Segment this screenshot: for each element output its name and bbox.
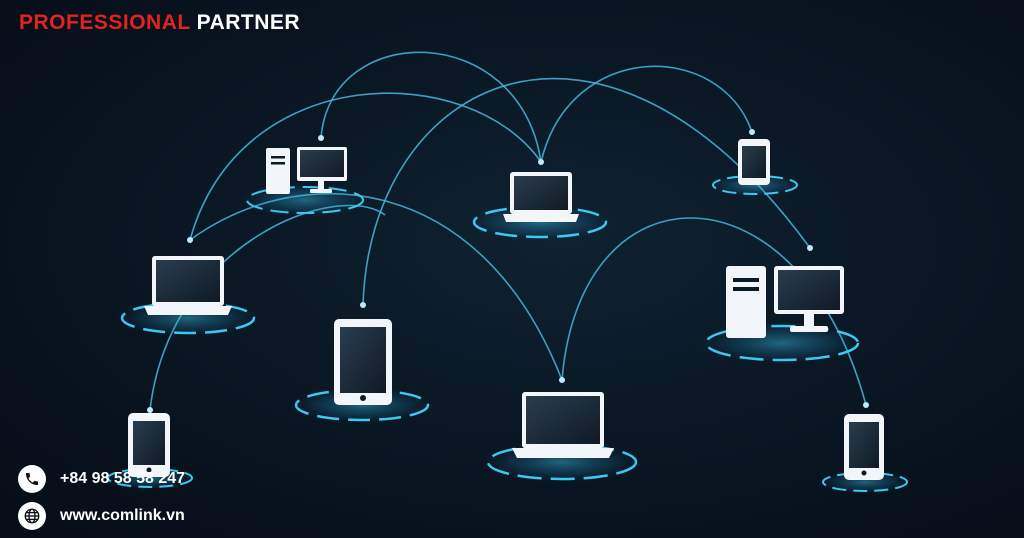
phone-bottom-right-icon (844, 414, 884, 480)
phone-number: +84 98 58 58 247 (60, 470, 186, 487)
website-contact[interactable]: www.comlink.vn (18, 502, 185, 530)
laptop-left-icon (144, 256, 232, 315)
globe-icon (18, 502, 46, 530)
desktop-left-icon (266, 147, 347, 194)
tablet-center-icon (334, 319, 392, 405)
phone-top-right-icon (738, 139, 770, 185)
connection-nodes (147, 129, 869, 413)
laptop-bottom-icon (512, 392, 614, 458)
laptop-top-icon (503, 172, 579, 222)
phone-icon (18, 465, 46, 493)
arc-2 (540, 65, 753, 163)
phone-contact[interactable]: +84 98 58 58 247 (18, 465, 185, 493)
platform-desktop-right (694, 321, 870, 365)
arc-1 (320, 51, 542, 163)
devices (128, 139, 884, 480)
connection-lines (149, 51, 867, 411)
brand-accent-text: PROFESSIONAL (19, 11, 191, 34)
platform-desktop-left (235, 182, 375, 218)
brand-title: PROFESSIONAL PARTNER (19, 11, 300, 35)
phone-bottom-left-icon (128, 413, 170, 477)
arc-5 (189, 192, 563, 381)
website-url: www.comlink.vn (60, 507, 185, 524)
arc-4 (362, 77, 811, 306)
arc-3 (189, 92, 542, 241)
arc-6 (561, 217, 867, 406)
desktop-right-icon (726, 266, 844, 338)
brand-main-text: PARTNER (196, 11, 301, 34)
